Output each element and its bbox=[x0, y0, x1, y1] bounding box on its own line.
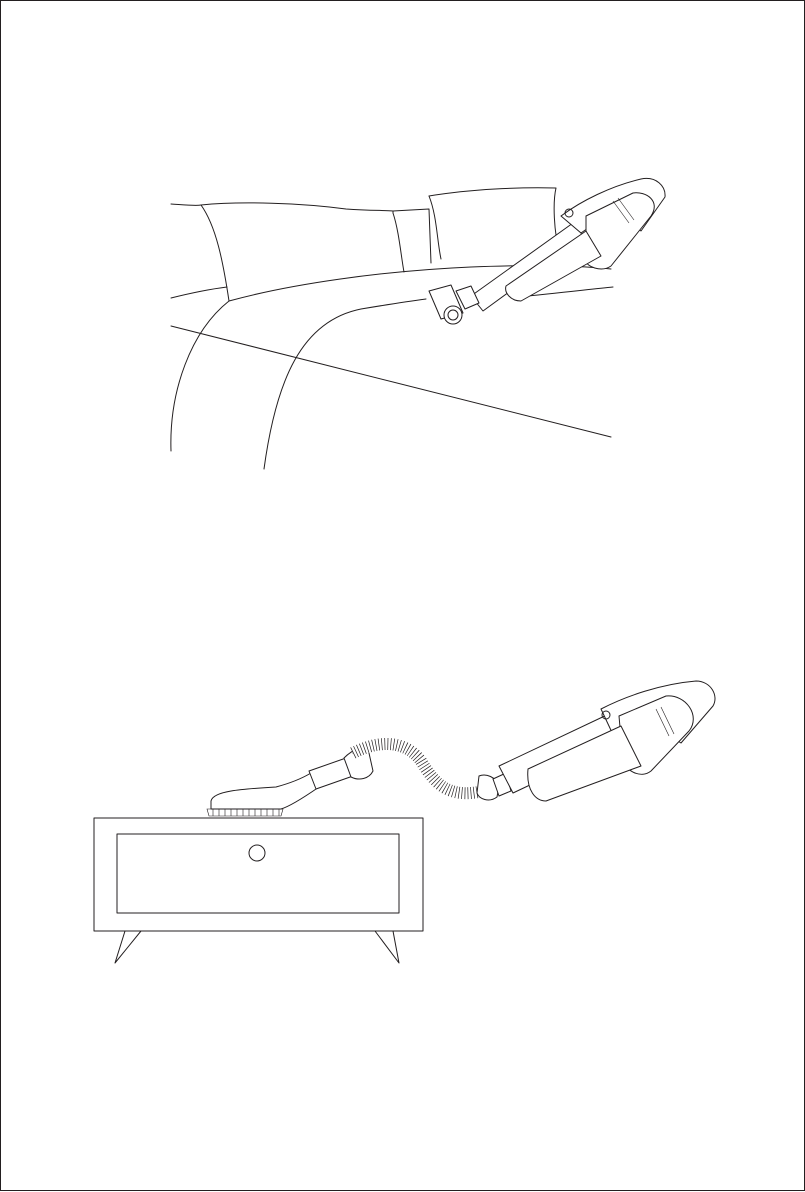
vacuum-motorized-brush-icon bbox=[429, 178, 665, 324]
cabinet-illustration bbox=[94, 818, 423, 963]
sofa-illustration bbox=[171, 188, 613, 469]
vacuum-hose-brush-icon bbox=[207, 681, 715, 816]
cabinet-knob bbox=[249, 845, 265, 861]
